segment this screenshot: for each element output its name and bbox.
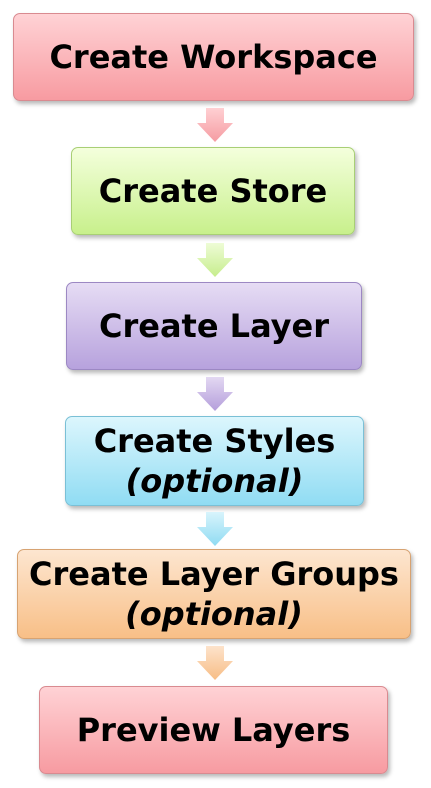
down-arrow-icon bbox=[197, 108, 233, 142]
step-create-layer-groups: Create Layer Groups (optional) bbox=[17, 549, 411, 639]
step-label: Create Workspace bbox=[49, 38, 378, 76]
step-preview-layers: Preview Layers bbox=[39, 686, 388, 774]
arrow-shape bbox=[197, 377, 233, 411]
down-arrow-icon bbox=[197, 512, 233, 546]
step-create-layer: Create Layer bbox=[66, 282, 362, 370]
step-label: Preview Layers bbox=[76, 711, 351, 749]
step-label: Create Styles bbox=[93, 422, 336, 460]
arrow-shape bbox=[197, 646, 233, 680]
step-create-store: Create Store bbox=[71, 147, 355, 235]
step-create-workspace: Create Workspace bbox=[13, 13, 414, 101]
step-optional-note: (optional) bbox=[125, 462, 304, 500]
step-label: Create Layer bbox=[98, 307, 330, 345]
step-label: Create Store bbox=[98, 172, 328, 210]
down-arrow-icon bbox=[197, 243, 233, 277]
arrow-shape bbox=[197, 108, 233, 142]
step-optional-note: (optional) bbox=[125, 595, 303, 633]
arrow-shape bbox=[197, 512, 233, 546]
down-arrow-icon bbox=[197, 377, 233, 411]
step-label: Create Layer Groups bbox=[29, 555, 399, 593]
step-create-styles: Create Styles (optional) bbox=[65, 416, 364, 506]
arrow-shape bbox=[197, 243, 233, 277]
down-arrow-icon bbox=[197, 646, 233, 680]
